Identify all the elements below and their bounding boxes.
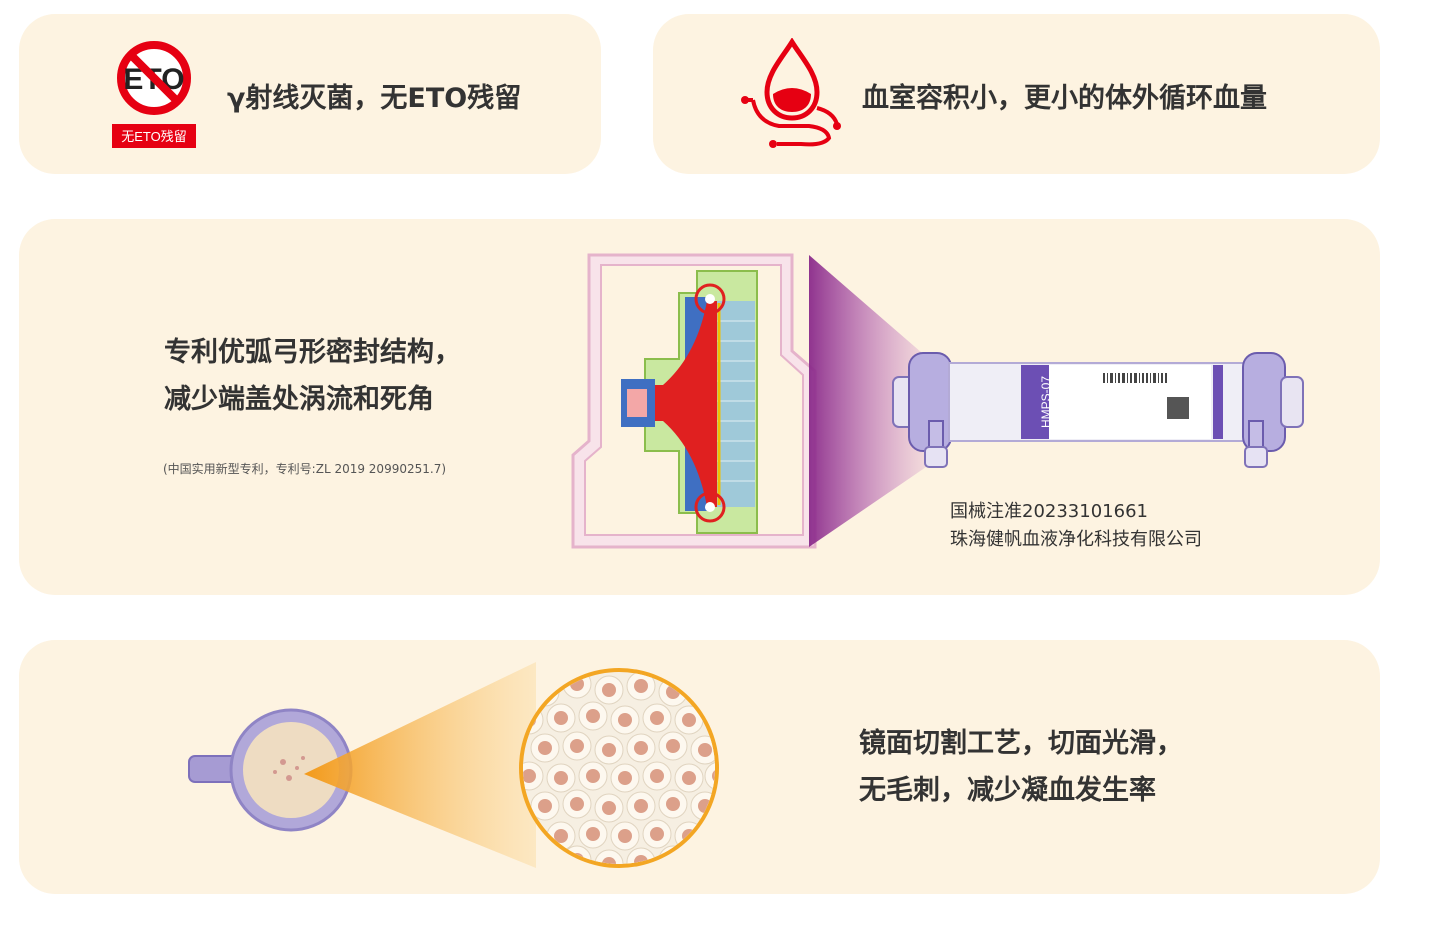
magnify-beam — [809, 255, 929, 547]
cut-feature-line2: 无毛刺，减少凝血发生率 — [859, 775, 1156, 806]
seal-feature-line1: 专利优弧弓形密封结构， — [164, 337, 461, 368]
blood-drop-icon — [741, 38, 841, 148]
no-eto-icon: ETO 无ETO残留 — [112, 41, 196, 148]
eto-feature-card: ETO 无ETO残留 γ射线灭菌，无ETO残留 — [19, 14, 601, 174]
blood-volume-text: 血室容积小，更小的体外循环血量 — [862, 83, 1267, 114]
blood-volume-card: 血室容积小，更小的体外循环血量 — [653, 14, 1380, 174]
svg-text:无ETO残留: 无ETO残留 — [121, 129, 187, 144]
seal-structure-card: 专利优弧弓形密封结构， 减少端盖处涡流和死角 (中国实用新型专利，专利号:ZL … — [19, 219, 1380, 595]
dialyzer-product-image: HMPS-07 — [892, 352, 1304, 468]
cut-feature-line1: 镜面切割工艺，切面光滑， — [859, 728, 1183, 759]
fiber-crosssection-image — [519, 668, 719, 868]
patent-note: (中国实用新型专利，专利号:ZL 2019 20990251.7) — [163, 462, 447, 476]
dialyzer-end-cap-image — [188, 708, 353, 832]
registration-number: 国械注准20233101661 — [950, 501, 1148, 522]
seal-cross-section-diagram — [571, 253, 817, 549]
company-name: 珠海健帆血液净化科技有限公司 — [950, 529, 1202, 550]
svg-text:HMPS-07: HMPS-07 — [1039, 376, 1053, 428]
mirror-cut-card: 镜面切割工艺，切面光滑， 无毛刺，减少凝血发生率 — [19, 640, 1380, 894]
magnify-cone — [304, 662, 536, 868]
seal-feature-line2: 减少端盖处涡流和死角 — [164, 384, 434, 415]
eto-feature-text: γ射线灭菌，无ETO残留 — [227, 83, 522, 114]
